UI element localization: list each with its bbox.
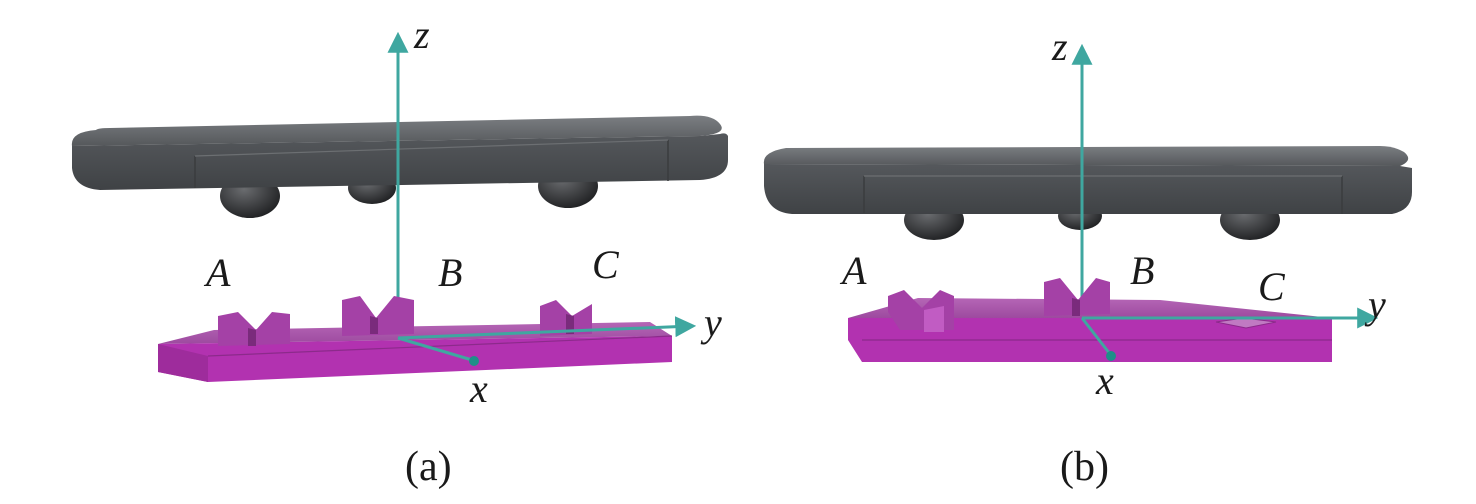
v-block-b (342, 296, 414, 336)
axis-label-x: x (1095, 358, 1114, 403)
v-block-body (888, 290, 954, 330)
v-block-face (924, 306, 944, 332)
caption-a: (a) (405, 444, 452, 490)
y-axis (397, 316, 697, 340)
axis-label-y: y (700, 300, 722, 345)
base-plate-b (848, 298, 1332, 362)
v-block-face (1072, 298, 1080, 316)
upper-platform-a (71, 115, 728, 190)
point-label-c: C (592, 242, 620, 287)
v-block-b (1044, 278, 1110, 316)
platform-front-face (764, 164, 1412, 214)
v-block-body (342, 296, 414, 336)
point-label-c: C (1258, 264, 1286, 309)
v-block-face (248, 328, 256, 346)
x-axis (397, 336, 473, 362)
axis-label-x: x (469, 366, 488, 411)
point-label-b: B (1130, 248, 1154, 293)
v-block-body (1044, 278, 1110, 316)
platform-top-face (763, 146, 1409, 166)
x-axis-tip (1106, 351, 1116, 361)
v-block-face (370, 316, 378, 334)
axis-label-z: z (1051, 24, 1068, 69)
base-side-face (158, 344, 208, 382)
platform-front-face (72, 133, 728, 190)
x-axis (1080, 317, 1112, 355)
upper-platform-b (763, 146, 1412, 214)
panel-b: z y x A B C (b) (763, 24, 1412, 490)
point-label-a: A (203, 250, 231, 295)
base-front-face (158, 336, 672, 382)
platform-edge (194, 139, 669, 157)
point-label-a: A (839, 248, 867, 293)
v-block-face (566, 314, 574, 334)
point-label-b: B (438, 250, 462, 295)
base-edge (207, 335, 673, 357)
axis-label-z: z (413, 12, 430, 57)
x-axis-tip (469, 356, 479, 366)
v-block-a (218, 312, 290, 346)
panel-a: z y x A B C (a) (71, 12, 728, 490)
caption-b: (b) (1060, 444, 1109, 490)
v-block-c (540, 300, 592, 336)
v-block-a (888, 290, 954, 332)
axis-label-y: y (1364, 282, 1386, 327)
v-block-body (218, 312, 290, 346)
